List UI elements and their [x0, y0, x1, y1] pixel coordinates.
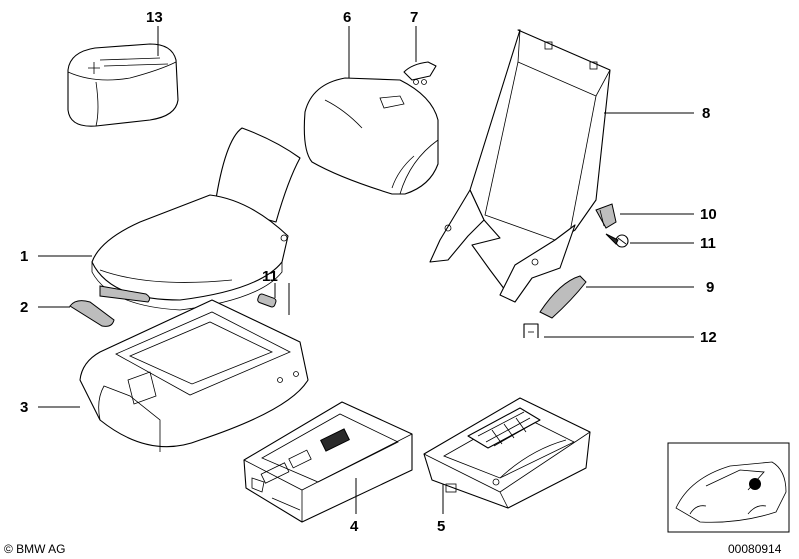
callout-4: 4: [350, 518, 359, 535]
part-9-trim-cover[interactable]: [539, 275, 587, 319]
location-marker-icon: [749, 478, 761, 490]
callout-8: 8: [702, 105, 710, 122]
part-2-trim-strip[interactable]: [69, 285, 151, 327]
callout-9: 9: [706, 279, 714, 296]
part-5-console-tray-keypad[interactable]: [423, 397, 591, 509]
part-3-armrest-base[interactable]: [79, 299, 309, 452]
callout-13: 13: [146, 9, 163, 26]
callout-2: 2: [20, 299, 28, 316]
part-1-armrest-cushion[interactable]: [91, 127, 301, 311]
part-11-pin[interactable]: [257, 293, 277, 308]
copyright-text: © BMW AG: [4, 542, 66, 556]
diagram-number: 00080914: [728, 542, 782, 556]
part-8-frame-bracket[interactable]: [429, 29, 611, 303]
vehicle-location-inset: [667, 442, 790, 533]
callout-7: 7: [410, 9, 418, 26]
callout-11-left: 11: [262, 268, 278, 285]
leader-lines: [38, 26, 694, 514]
callout-11-right: 11: [700, 235, 716, 252]
callout-6: 6: [343, 9, 351, 26]
part-7-clip[interactable]: [403, 61, 437, 85]
part-4-console-tray[interactable]: [243, 401, 413, 523]
part-13-first-aid-kit[interactable]: [67, 43, 179, 127]
part-10-expanding-nut[interactable]: [595, 203, 617, 229]
callout-5: 5: [437, 518, 445, 535]
part-11-screw[interactable]: [605, 233, 629, 248]
callout-1: 1: [20, 248, 28, 265]
part-6-armrest-cover[interactable]: [303, 77, 439, 195]
callout-labels: 13 6 7 8 10 11 9 12 1 2 3 11 4 5: [20, 9, 717, 535]
part-12-spring-clip[interactable]: [523, 323, 539, 338]
callout-12: 12: [700, 329, 717, 346]
callout-3: 3: [20, 399, 28, 416]
callout-10: 10: [700, 206, 717, 223]
